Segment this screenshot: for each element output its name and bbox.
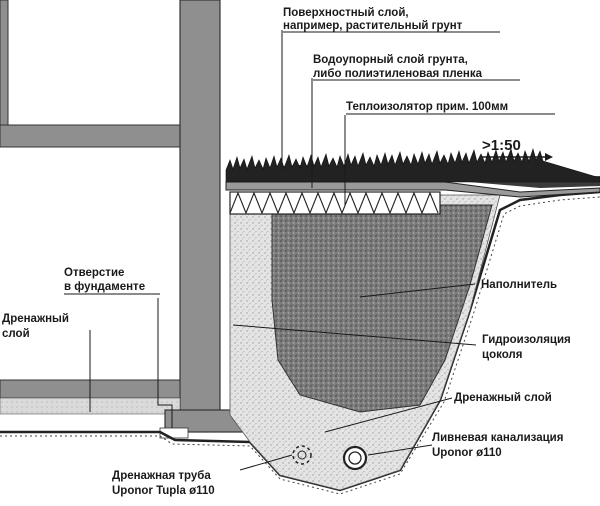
label-drainage-layer-right: Дренажный слой bbox=[454, 392, 552, 404]
label-surface-layer-line1: Поверхностный слой, bbox=[283, 7, 409, 19]
label-slope: >1:50 bbox=[482, 137, 521, 154]
label-waterproof-layer-line2: либо полиэтиленовая пленка bbox=[313, 68, 483, 80]
label-plinth-waterproofing-line1: Гидроизоляция bbox=[482, 334, 571, 346]
label-drain-pipe-line2: Uponor Tupla ø110 bbox=[112, 485, 215, 497]
building-frame bbox=[0, 0, 246, 439]
label-opening-line2: в фундаменте bbox=[64, 281, 145, 293]
leader-lines bbox=[89, 30, 553, 471]
label-drain-pipe-line1: Дренажная труба bbox=[112, 470, 211, 482]
filler-zone bbox=[271, 204, 493, 413]
label-insulation: Теплоизолятор прим. 100мм bbox=[346, 101, 508, 113]
waterproof-membrane bbox=[225, 181, 600, 198]
label-filler: Наполнитель bbox=[481, 279, 557, 291]
label-surface-layer-line2: например, растительный грунт bbox=[283, 20, 463, 32]
label-plinth-waterproofing-line2: цоколя bbox=[482, 349, 522, 361]
insulation-layer bbox=[229, 191, 441, 215]
storm-sewer-pipe bbox=[342, 445, 368, 471]
label-drainage-layer-left-line1: Дренажный bbox=[2, 313, 69, 325]
label-storm-sewer-line1: Ливневая канализация bbox=[432, 432, 563, 444]
label-storm-sewer-line2: Uponor ø110 bbox=[432, 447, 502, 459]
foundation-wall bbox=[179, 0, 221, 416]
label-drainage-layer-left-line2: слой bbox=[2, 328, 30, 340]
label-waterproof-layer-line1: Водоупорный слой грунта, bbox=[313, 54, 468, 66]
drain-pipe-perforated bbox=[292, 445, 312, 465]
surface-grass bbox=[225, 147, 600, 188]
label-opening-line1: Отверстие bbox=[64, 267, 124, 279]
